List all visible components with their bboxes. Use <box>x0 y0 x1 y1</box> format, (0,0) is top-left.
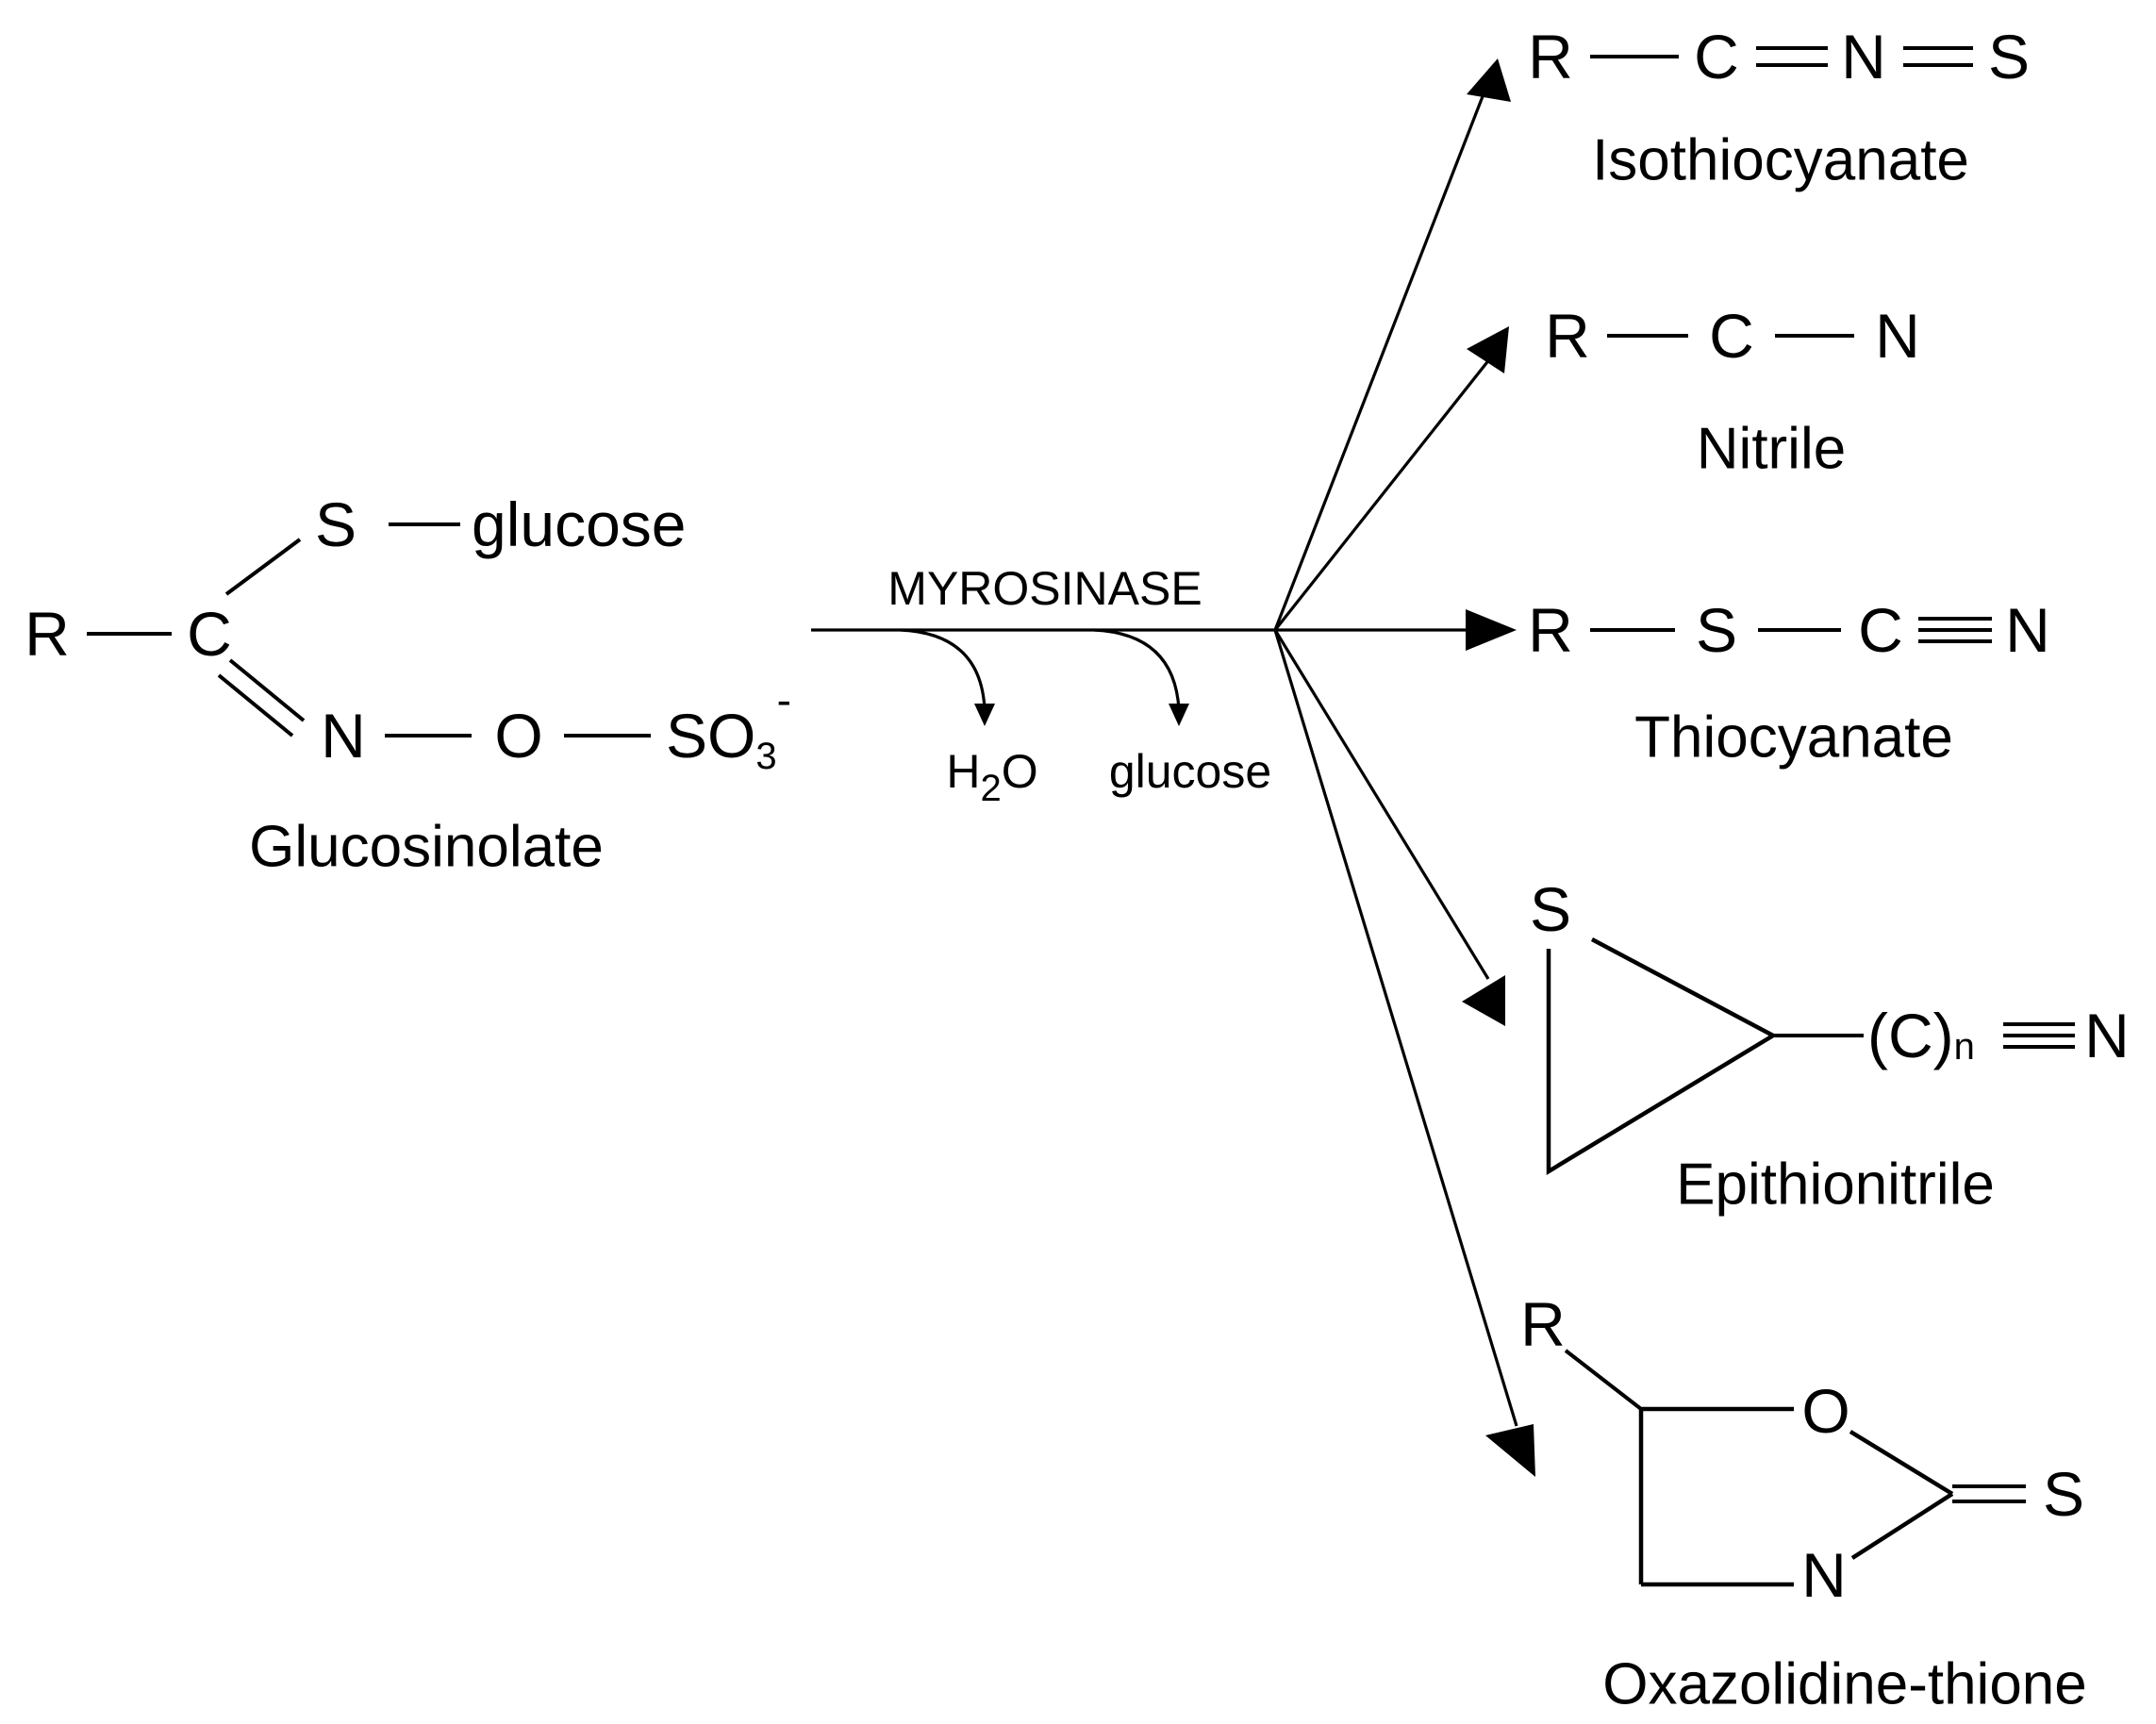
arrowhead-oxazolidine-thione <box>1485 1424 1535 1477</box>
so3-charge: - <box>777 675 791 724</box>
glucose-byproduct-label: glucose <box>1109 745 1271 798</box>
arrowhead-thiocyanate <box>1466 609 1517 651</box>
water-o: O <box>1002 745 1038 798</box>
substrate-glucose-label: glucose <box>472 489 687 559</box>
oxazolidine-r-atom: R <box>1520 1289 1566 1359</box>
pathway-epithionitrile <box>1273 629 1490 980</box>
nitrile-c-atom: C <box>1709 301 1754 371</box>
nitrile-structure: R C N Nitrile <box>1545 301 1920 482</box>
thiocyanate-r-atom: R <box>1528 595 1573 665</box>
epithionitrile-cn-group: (C)n <box>1867 1001 1975 1070</box>
water-h: H <box>946 745 980 798</box>
myrosinase-label: MYROSINASE <box>887 562 1202 615</box>
arrowhead-epithionitrile <box>1462 975 1505 1026</box>
substrate-o-atom: O <box>494 701 542 771</box>
glucose-release-arrow <box>1093 628 1181 710</box>
bond-c-n-double-b <box>217 673 294 738</box>
water-release-arrow <box>900 628 987 710</box>
isothiocyanate-s-atom: S <box>1988 22 2030 91</box>
reaction-arrow: MYROSINASE H2O glucose <box>811 562 1275 809</box>
oxazolidine-thione-structure: R O S N Oxazolidine-thione <box>1520 1289 2087 1717</box>
epithionitrile-n-atom: N <box>2084 1001 2130 1070</box>
substrate-c-atom: C <box>187 599 232 669</box>
bond-c2-n <box>1850 1492 1954 1560</box>
bond-c-n-double-a <box>228 658 306 722</box>
nitrile-n-atom: N <box>1875 301 1920 371</box>
epithionitrile-name: Epithionitrile <box>1676 1152 1995 1218</box>
bond-o-c2 <box>1849 1430 1954 1496</box>
oxazolidine-s-atom: S <box>2043 1459 2084 1529</box>
water-subscript: 2 <box>980 768 1001 809</box>
oxazolidine-o-atom: O <box>1801 1376 1849 1446</box>
substrate-r-atom: R <box>25 599 70 669</box>
substrate-so3-group: SO3- <box>666 675 791 777</box>
thiocyanate-n-atom: N <box>2005 595 2050 665</box>
glucosinolate-structure: R C S glucose N O SO3- Glucosinolate <box>25 489 791 880</box>
epithionitrile-structure: S (C)n N Epithionitrile <box>1530 874 2130 1218</box>
so3-subscript: 3 <box>755 736 776 777</box>
water-release-arrowhead <box>974 704 995 726</box>
cn-main: (C) <box>1867 1001 1954 1070</box>
glucosinolate-name: Glucosinolate <box>249 815 604 880</box>
bond-r-c4 <box>1564 1349 1643 1411</box>
nitrile-r-atom: R <box>1545 301 1590 371</box>
oxazolidine-thione-name: Oxazolidine-thione <box>1602 1652 2087 1717</box>
glucose-release-arrowhead <box>1169 704 1189 726</box>
isothiocyanate-c-atom: C <box>1694 22 1739 91</box>
product-pathways <box>1273 58 1535 1477</box>
pathway-nitrile <box>1273 357 1492 631</box>
epithionitrile-s-atom: S <box>1530 874 1571 944</box>
arrowhead-nitrile <box>1467 326 1509 373</box>
thiocyanate-c-atom: C <box>1858 595 1903 665</box>
isothiocyanate-structure: R C N S Isothiocyanate <box>1528 22 2030 193</box>
arrowhead-isothiocyanate <box>1467 58 1511 102</box>
bond-c-s <box>224 538 302 596</box>
thiocyanate-name: Thiocyanate <box>1634 705 1953 771</box>
thiocyanate-structure: R S C N Thiocyanate <box>1528 595 2050 771</box>
isothiocyanate-r-atom: R <box>1528 22 1573 91</box>
epithionitrile-ring <box>1546 937 1778 1175</box>
isothiocyanate-name: Isothiocyanate <box>1592 128 1969 193</box>
pathway-isothiocyanate <box>1273 86 1488 631</box>
isothiocyanate-n-atom: N <box>1841 22 1886 91</box>
pathway-oxazolidine-thione <box>1273 629 1518 1427</box>
nitrile-name: Nitrile <box>1697 417 1846 482</box>
substrate-s-atom: S <box>315 489 357 559</box>
water-label: H2O <box>946 745 1037 809</box>
oxazolidine-n-atom: N <box>1801 1540 1847 1610</box>
so3-main: SO <box>666 701 755 771</box>
substrate-n-atom: N <box>321 701 366 771</box>
thiocyanate-s-atom: S <box>1696 595 1737 665</box>
cn-subscript: n <box>1954 1026 1975 1068</box>
